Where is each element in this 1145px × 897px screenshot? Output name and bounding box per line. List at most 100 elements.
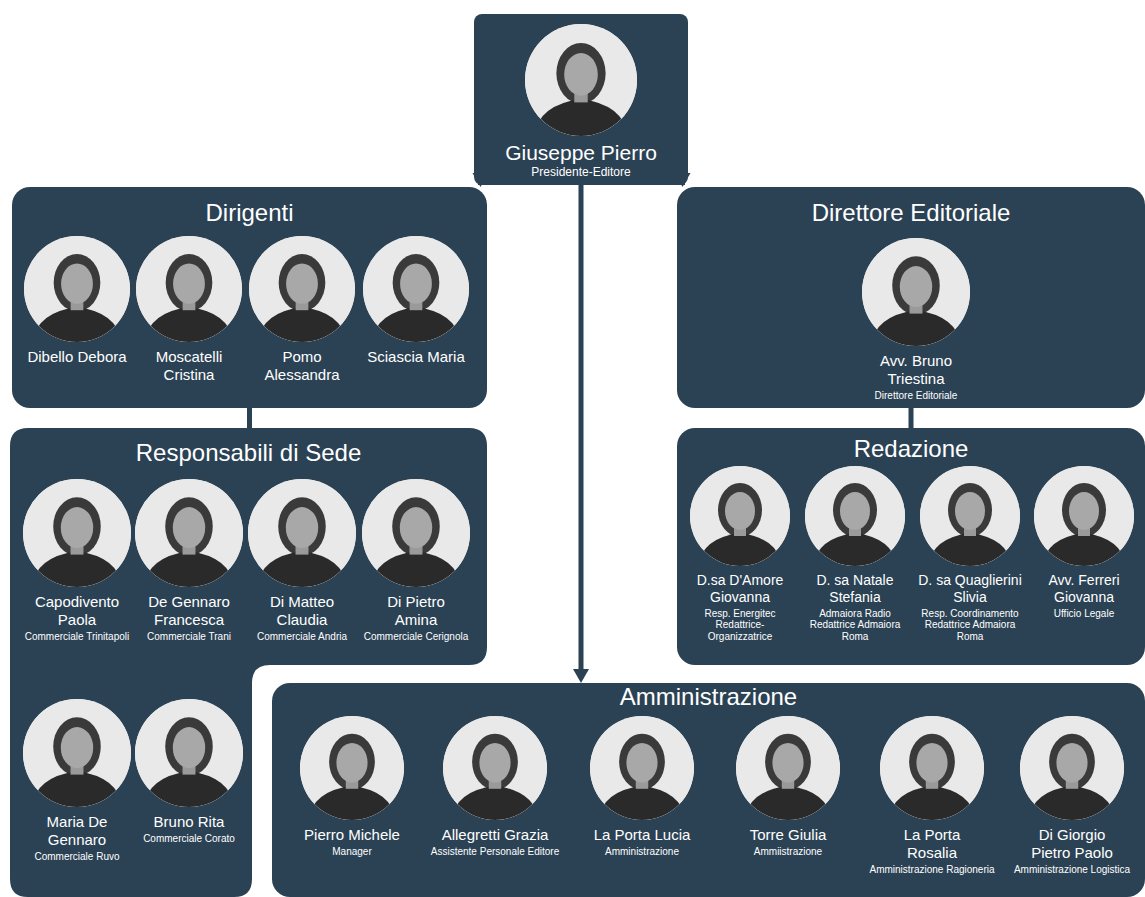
section-panel: Direttore EditorialeAvv. Bruno Triestina… (677, 187, 1145, 408)
person-name: Di Giorgio Pietro Paolo (1017, 826, 1127, 862)
portrait-body (534, 99, 628, 136)
portrait-graphic (249, 236, 355, 342)
arrow-head (573, 669, 589, 683)
person-role: Commerciale Corato (135, 833, 243, 845)
portrait-body (308, 786, 395, 820)
section-panel: AmministrazionePierro MicheleManagerAlle… (272, 683, 1145, 897)
portrait-graphic (736, 716, 840, 820)
portrait-photo (300, 716, 404, 820)
person-card: Torre GiuliaAmmiistrazione (719, 716, 857, 858)
portrait-graphic (862, 238, 970, 346)
portrait-photo (525, 24, 637, 136)
person-card: Sciascia Maria (360, 236, 472, 366)
portrait-face (564, 53, 598, 96)
portrait-face (173, 727, 205, 768)
person-card: Di Matteo ClaudiaCommerciale Andria (246, 479, 358, 643)
person-name: Bruno Rita (139, 813, 239, 831)
portrait-hair (1062, 483, 1106, 537)
portrait-photo (249, 236, 355, 342)
portrait-graphic (135, 699, 243, 807)
portrait-ground (590, 716, 694, 820)
portrait-body (144, 771, 235, 807)
section-panel: DirigentiDibello DeboraMoscatelli Cristi… (12, 187, 487, 408)
portrait-graphic (525, 24, 637, 136)
portrait-hair (892, 256, 940, 314)
person-card: D. sa Quaglierini SliviaResp. Coordiname… (914, 466, 1026, 642)
portrait-body (598, 786, 685, 820)
portrait-body (144, 551, 235, 587)
portrait-photo (135, 479, 243, 587)
portrait-photo (135, 699, 243, 807)
portrait-face (61, 727, 93, 768)
portrait-photo (362, 479, 470, 587)
person-name: Avv. Ferreri Giovanna (1028, 572, 1140, 606)
person-role: Resp. Energitec Redattrice-Organizzatric… (686, 608, 794, 643)
portrait-ground (23, 699, 131, 807)
person-name: Di Matteo Claudia (252, 593, 352, 629)
portrait-hair (833, 483, 877, 537)
portrait-graphic (248, 479, 356, 587)
portrait-ground (690, 466, 790, 566)
person-card: Avv. Ferreri GiovannaUfficio Legale (1028, 466, 1140, 619)
portrait-ground (880, 716, 984, 820)
portrait-face (400, 507, 432, 548)
person-card: Maria De GennaroCommerciale Ruvo (21, 699, 133, 863)
portrait-face (336, 743, 367, 783)
portrait-graphic (1034, 466, 1134, 566)
portrait-ground (248, 479, 356, 587)
portrait-ground (862, 238, 970, 346)
portrait-photo (880, 716, 984, 820)
portrait-body (32, 551, 123, 587)
portrait-ground (300, 716, 404, 820)
portrait-hair (392, 497, 440, 555)
president-box: Giuseppe PierroPresidente-Editore (474, 14, 688, 185)
portrait-hair (472, 734, 518, 790)
person-card: Bruno RitaCommerciale Corato (133, 699, 245, 845)
portrait-graphic (300, 716, 404, 820)
portrait-hair (329, 734, 375, 790)
person-role: Admaiora Radio Redattrice Admaiora Roma (801, 608, 909, 643)
person-role: Amministrazione (575, 846, 709, 858)
portrait-hair (278, 497, 326, 555)
person-role: Amministrazione Ragioneria (865, 864, 999, 876)
portrait-face (61, 507, 93, 548)
portrait-ground (525, 24, 637, 136)
person-role: Commerciale Cerignola (362, 631, 470, 643)
person-role: Manager (285, 846, 419, 858)
portrait-graphic (23, 699, 131, 807)
person-name: La Porta Rosalia (877, 826, 987, 862)
portrait-photo (136, 236, 242, 342)
portrait-body (32, 771, 123, 807)
portrait-photo (363, 236, 469, 342)
portrait-graphic (920, 466, 1020, 566)
portrait-body (451, 786, 538, 820)
portrait-hair (53, 717, 101, 775)
portrait-photo (805, 466, 905, 566)
portrait-photo (862, 238, 970, 346)
portrait-face (173, 264, 205, 304)
portrait-photo (590, 716, 694, 820)
portrait-photo (24, 236, 130, 342)
portrait-face (1069, 492, 1099, 530)
portrait-face (1056, 743, 1087, 783)
portrait-face (61, 264, 93, 304)
person-card: Di Pietro AminaCommerciale Cerignola (360, 479, 472, 643)
portrait-ground (363, 236, 469, 342)
person-role: Presidente-Editore (479, 166, 683, 180)
portrait-hair (1049, 734, 1095, 790)
portrait-body (744, 786, 831, 820)
portrait-body (698, 533, 782, 566)
person-name: De Gennaro Francesca (139, 593, 239, 629)
person-role: Assistente Personale Editore (428, 846, 562, 858)
portrait-ground (135, 699, 243, 807)
person-card: La Porta RosaliaAmministrazione Ragioner… (863, 716, 1001, 876)
person-name: D. sa Quaglierini Slivia (914, 572, 1026, 606)
person-card: Capodivento PaolaCommerciale Trinitapoli (21, 479, 133, 643)
portrait-body (144, 307, 233, 342)
portrait-graphic (590, 716, 694, 820)
portrait-body (1028, 786, 1115, 820)
person-name: Capodivento Paola (27, 593, 127, 629)
person-name: Allegretti Grazia (440, 826, 550, 844)
portrait-photo (1034, 466, 1134, 566)
portrait-hair (166, 254, 213, 311)
